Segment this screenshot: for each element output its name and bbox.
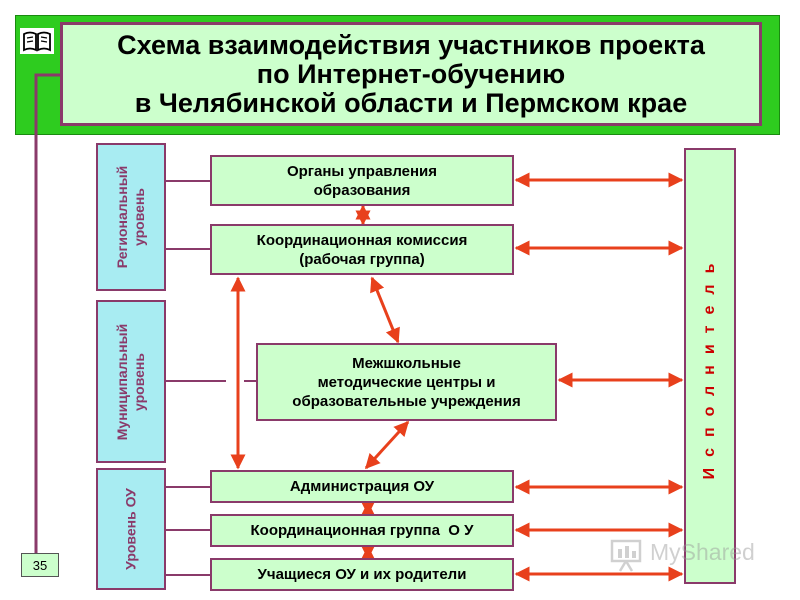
level-school-label: Уровень ОУ xyxy=(122,488,139,570)
box-students-label: Учащиеся ОУ и их родители xyxy=(257,566,467,583)
watermark: MyShared xyxy=(608,535,768,575)
box-commission: Координационная комиссия (рабочая группа… xyxy=(210,224,514,275)
presentation-icon xyxy=(610,539,642,572)
box-administration-label: Администрация ОУ xyxy=(289,478,435,495)
box-commission-label: Координационная комиссия (рабочая группа… xyxy=(256,231,468,268)
box-students: Учащиеся ОУ и их родители xyxy=(210,558,514,591)
watermark-text: MyShared xyxy=(650,539,755,565)
box-coord-group: Координационная группа О У xyxy=(210,514,514,547)
slide-number: 35 xyxy=(21,553,59,577)
level-regional: Региональный уровень xyxy=(96,143,166,291)
box-coord-group-label: Координационная группа О У xyxy=(250,522,474,539)
title-box: Схема взаимодействия участников проекта … xyxy=(60,22,762,126)
box-administration: Администрация ОУ xyxy=(210,470,514,503)
box-centers: Межшкольные методические центры и образо… xyxy=(256,343,557,421)
page-title: Схема взаимодействия участников проекта … xyxy=(117,29,705,118)
box-centers-label: Межшкольные методические центры и образо… xyxy=(292,354,521,410)
level-school: Уровень ОУ xyxy=(96,468,166,590)
arrow-commission-centers xyxy=(370,276,400,344)
level-regional-label: Региональный уровень xyxy=(114,165,147,269)
level-municipal: Муниципальный уровень xyxy=(96,300,166,463)
executor-box: Исполнитель xyxy=(684,148,736,584)
box-governance: Органы управления образования xyxy=(210,155,514,206)
executor-label: Исполнитель xyxy=(701,252,718,480)
arrow-centers-administration xyxy=(364,420,410,470)
level-municipal-label: Муниципальный уровень xyxy=(114,323,147,440)
book-icon xyxy=(20,28,54,54)
left-bracket-line xyxy=(34,73,60,553)
box-governance-label: Органы управления образования xyxy=(286,162,438,199)
